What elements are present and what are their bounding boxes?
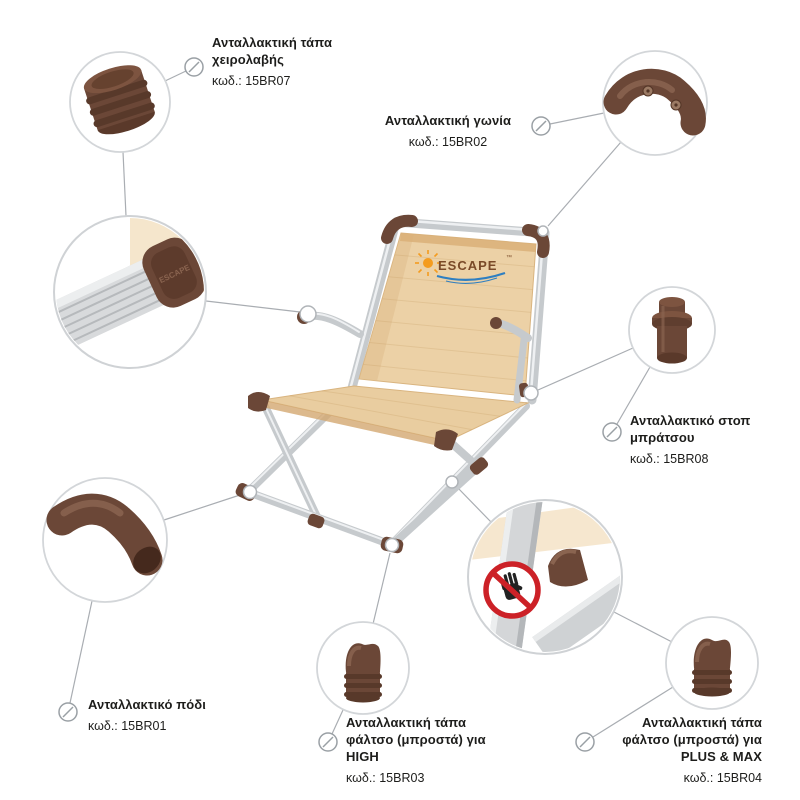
callout-code: κωδ.: 15BR07 <box>212 74 291 88</box>
callout-code: κωδ.: 15BR08 <box>630 452 709 466</box>
handle-cap-part-icon <box>83 65 155 135</box>
part-circle-corner <box>602 50 708 156</box>
front-cap-high-part-icon <box>344 643 382 703</box>
escape-logo-swoosh <box>436 271 506 281</box>
leader-pin-icon <box>602 422 622 442</box>
callout-title-line: Ανταλλακτικό στοπ <box>630 413 751 428</box>
part-circle-armrest-stop <box>628 286 716 374</box>
chair-seat-corner-caps <box>248 392 458 451</box>
callout-label-front-cap-high: Ανταλλακτική τάπα φάλτσο (μπροστά) για H… <box>346 714 486 785</box>
escape-logo: ESCAPE ™ <box>415 250 512 284</box>
callout-title-line: Ανταλλακτικό πόδι <box>88 697 206 712</box>
corner-part-icon <box>603 68 706 136</box>
leader-pin-icon <box>184 57 204 77</box>
callout-label-armrest-stop: Ανταλλακτικό στοπ μπράτσου κωδ.: 15BR08 <box>630 412 750 466</box>
part-circle-front-cap-high <box>316 621 410 715</box>
part-circle-handle-cap <box>69 51 171 153</box>
armrest-stop-part-icon <box>652 297 692 364</box>
callout-title-line: Ανταλλακτική γωνία <box>384 113 512 128</box>
connector-lines <box>69 70 674 738</box>
callout-title-line: χειρολαβής <box>212 52 284 67</box>
no-hands-warning-icon <box>483 561 541 619</box>
chair-back-corners <box>381 214 550 258</box>
callout-code: κωδ.: 15BR01 <box>88 719 167 733</box>
zoom-circle-handle: ESCAPE <box>53 215 207 369</box>
front-cap-plus-max-part-icon <box>692 638 732 697</box>
callout-label-corner: Ανταλλακτική γωνία κωδ.: 15BR02 <box>348 112 548 149</box>
callout-title-line: Ανταλλακτική τάπα <box>212 35 333 50</box>
part-circle-leg <box>42 477 168 603</box>
callout-label-leg: Ανταλλακτικό πόδι κωδ.: 15BR01 <box>88 696 206 733</box>
leader-pin-icon <box>575 732 595 752</box>
callout-code: κωδ.: 15BR04 <box>683 771 762 785</box>
callout-title-line: φάλτσο (μπροστά) για <box>346 732 486 747</box>
chair-back-fabric <box>358 232 537 397</box>
chair-anchor-markers <box>242 225 549 553</box>
chair-illustration: ESCAPE ™ <box>235 214 550 554</box>
callout-code: κωδ.: 15BR02 <box>408 135 488 149</box>
chair-back-frame <box>347 217 550 405</box>
callout-title-line: Ανταλλακτική τάπα <box>641 715 762 730</box>
leg-part-icon <box>46 493 163 576</box>
callout-code: κωδ.: 15BR03 <box>346 771 425 785</box>
leader-pins <box>58 57 622 752</box>
callout-title-line: Ανταλλακτική τάπα <box>346 715 467 730</box>
leader-pin-icon <box>531 116 551 136</box>
callout-title-line: φάλτσο (μπροστά) για <box>622 732 762 747</box>
callout-title-line: PLUS & MAX <box>680 749 762 764</box>
escape-logo-text: ESCAPE <box>438 258 497 273</box>
chair-handle-cap-right <box>490 317 502 329</box>
chair-seat <box>261 385 530 448</box>
leader-pin-icon <box>58 702 78 722</box>
zoom-circle-leg-joint <box>467 499 623 655</box>
callout-label-front-cap-plus-max: Ανταλλακτική τάπα φάλτσο (μπροστά) για P… <box>600 714 762 785</box>
part-circle-front-cap-plus-max <box>665 616 759 710</box>
callout-title-line: HIGH <box>346 749 379 764</box>
callout-title-line: μπράτσου <box>630 430 695 445</box>
callout-label-handle-cap: Ανταλλακτική τάπα χειρολαβής κωδ.: 15BR0… <box>212 34 332 88</box>
escape-logo-tm: ™ <box>506 254 512 261</box>
leader-pin-icon <box>318 732 338 752</box>
